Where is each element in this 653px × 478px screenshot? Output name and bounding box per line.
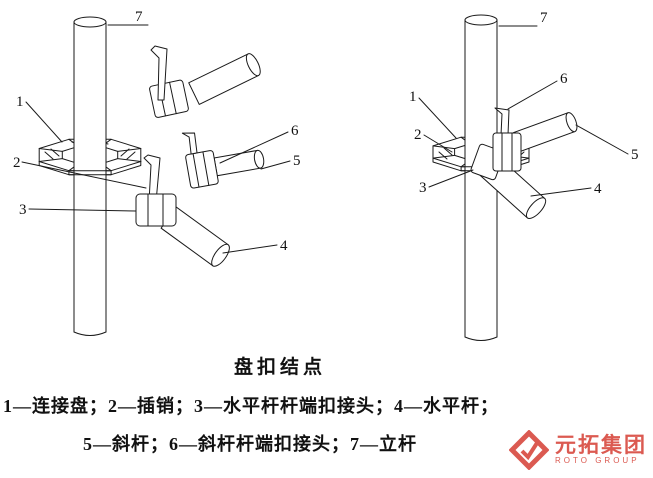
exploded-joint-diagram: 1 2 3 4 5 6 7 <box>13 9 301 336</box>
callout-7-right: 7 <box>540 10 548 26</box>
diagonal-bar-stub <box>188 53 261 105</box>
bar-end-coupler <box>135 193 177 227</box>
callout-1-left: 1 <box>16 94 24 110</box>
callout-5-right: 5 <box>631 147 639 163</box>
wedge-pin <box>181 132 198 155</box>
roto-logo-icon <box>509 430 549 470</box>
legend-line-1: 1—连接盘；2—插销；3—水平杆杆端扣接头；4—水平杆； <box>3 396 499 416</box>
bar-end-coupler <box>149 79 189 118</box>
callout-4-left: 4 <box>280 238 288 254</box>
leader-lines-left <box>21 24 291 254</box>
callout-4-right: 4 <box>594 181 602 197</box>
callout-3-right: 3 <box>419 180 427 196</box>
callout-6-right: 6 <box>560 71 568 87</box>
roto-logo-text: 元拓集团 ROTO GROUP <box>555 433 647 465</box>
roto-group-logo: 元拓集团 ROTO GROUP <box>509 430 647 470</box>
assembled-couplers <box>470 107 578 220</box>
upper-coupler-assembly <box>149 45 261 118</box>
diagonal-bar-coupler-assembly <box>181 132 265 189</box>
legend-line-2: 5—斜杆；6—斜杆杆端扣接头；7—立杆 <box>83 434 417 454</box>
figure-caption: 盘扣结点 <box>233 357 326 378</box>
callout-7-left: 7 <box>135 9 143 25</box>
standing-pipe <box>68 16 112 336</box>
callout-6-left: 6 <box>291 123 299 139</box>
logo-subtitle: ROTO GROUP <box>555 455 640 465</box>
callout-2-left: 2 <box>13 155 21 171</box>
leader-lines-right <box>418 25 629 197</box>
callout-1-right: 1 <box>409 89 417 105</box>
diagonal-bar <box>513 112 578 152</box>
wedge-pin <box>150 45 168 101</box>
bar-end-coupler <box>492 132 522 172</box>
assembled-joint-diagram: 1 2 3 4 5 6 7 <box>409 10 639 341</box>
horizontal-bar <box>160 206 230 267</box>
callout-5-left: 5 <box>293 153 301 169</box>
logo-name: 元拓集团 <box>555 433 647 457</box>
callout-2-right: 2 <box>414 127 422 143</box>
callout-3-left: 3 <box>19 202 27 218</box>
lower-coupler-assembly <box>135 154 230 267</box>
